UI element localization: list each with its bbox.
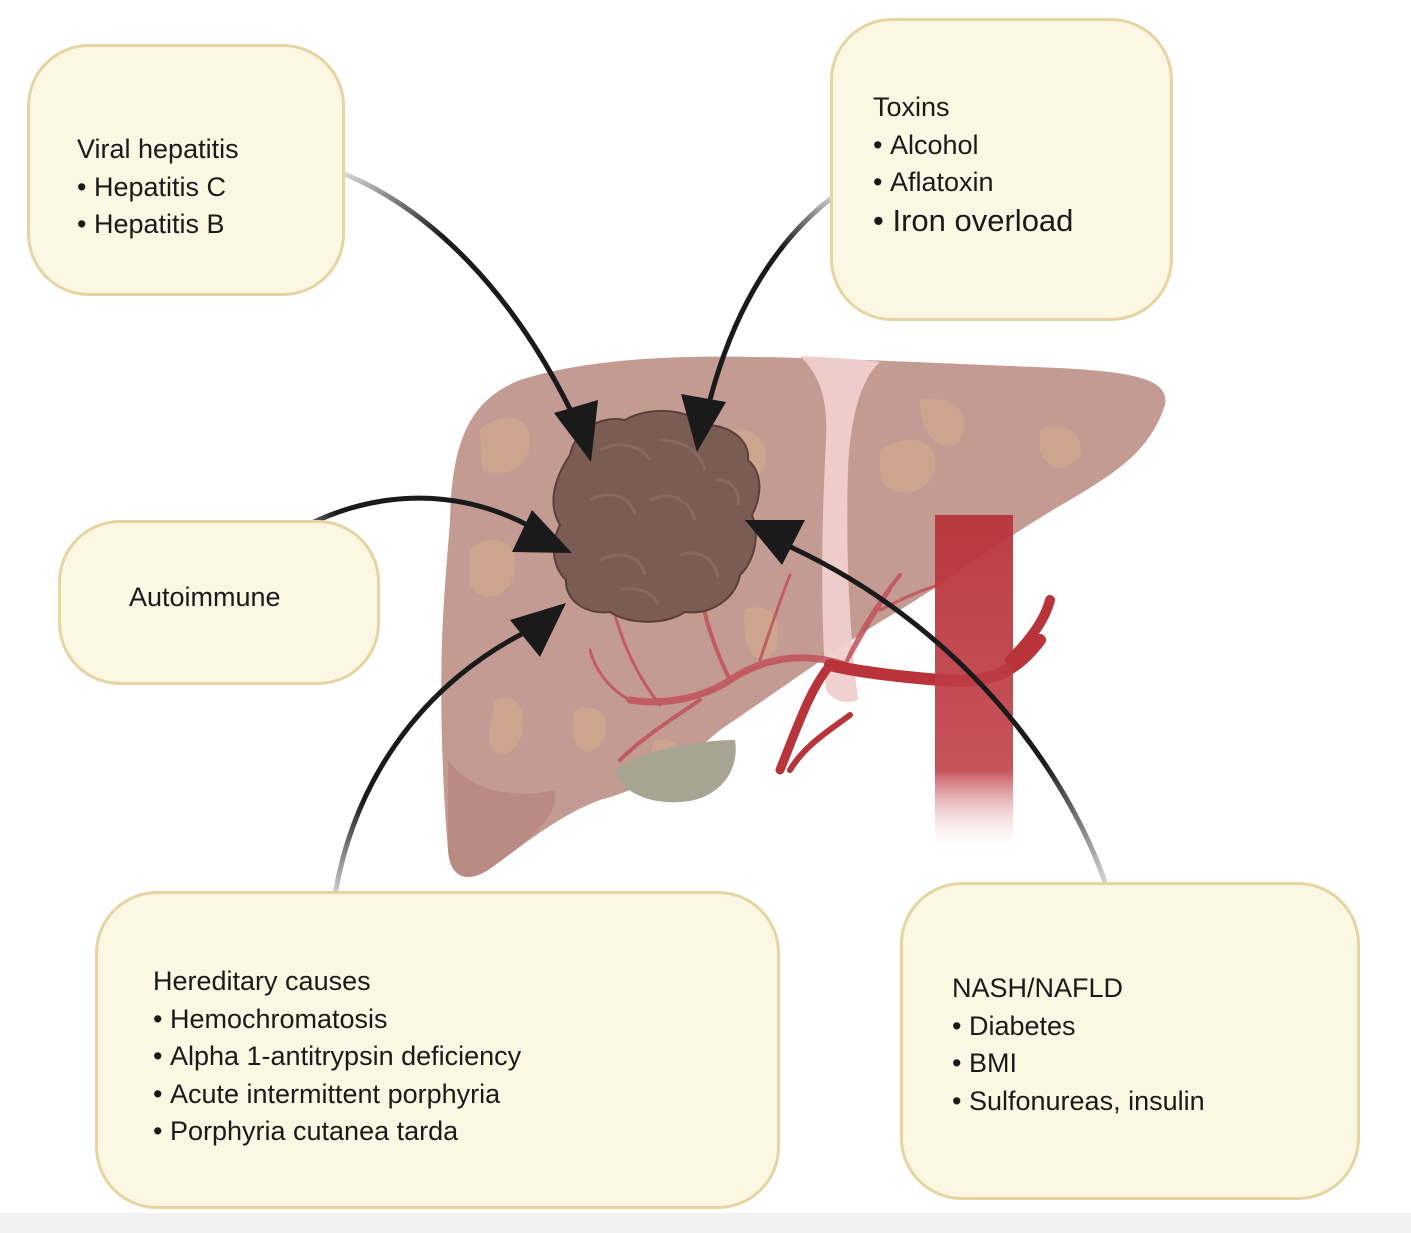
arrow-head-toxins — [681, 394, 726, 452]
list-item: Acute intermittent porphyria — [153, 1076, 521, 1114]
autoimmune-box — [58, 520, 380, 685]
viral-hepatitis-title: Viral hepatitis — [77, 134, 239, 164]
arrow-head-hereditary — [510, 603, 566, 657]
toxins-title: Toxins — [873, 92, 950, 122]
arrow-hereditary — [329, 622, 542, 919]
viral-hepatitis-text: Viral hepatitis Hepatitis C Hepatitis B — [77, 131, 239, 244]
gallbladder — [615, 740, 736, 803]
nash-nafld-title: NASH/NAFLD — [952, 973, 1124, 1003]
arrow-head-viral — [554, 400, 598, 462]
nash-nafld-text: NASH/NAFLD Diabetes BMI Sulfonureas, ins… — [952, 970, 1205, 1120]
list-item: Hemochromatosis — [153, 1001, 521, 1039]
list-item: Iron overload — [873, 202, 1073, 240]
list-item: Hepatitis B — [77, 206, 239, 244]
arrow-viral — [319, 162, 583, 432]
hereditary-causes-title: Hereditary causes — [153, 966, 371, 996]
hereditary-causes-text: Hereditary causes Hemochromatosis Alpha … — [153, 963, 521, 1151]
list-item: BMI — [952, 1045, 1205, 1083]
list-item: Porphyria cutanea tarda — [153, 1113, 521, 1151]
bottom-margin — [0, 1213, 1411, 1233]
aorta-vessel — [935, 515, 1013, 855]
list-item: Diabetes — [952, 1008, 1205, 1046]
tumor-mass — [552, 409, 761, 623]
list-item: Hepatitis C — [77, 169, 239, 207]
list-item: Alcohol — [873, 127, 1073, 165]
arrow-toxins — [702, 182, 852, 421]
arrow-head-nash — [745, 520, 805, 565]
autoimmune-title: Autoimmune — [129, 582, 281, 612]
arrow-nash — [774, 537, 1118, 916]
arrow-head-autoimmune — [512, 510, 572, 553]
list-item: Alpha 1-antitrypsin deficiency — [153, 1038, 521, 1076]
list-item: Aflatoxin — [873, 164, 1073, 202]
toxins-text: Toxins Alcohol Aflatoxin Iron overload — [873, 89, 1073, 239]
list-item: Sulfonureas, insulin — [952, 1083, 1205, 1121]
autoimmune-text: Autoimmune — [129, 579, 281, 617]
